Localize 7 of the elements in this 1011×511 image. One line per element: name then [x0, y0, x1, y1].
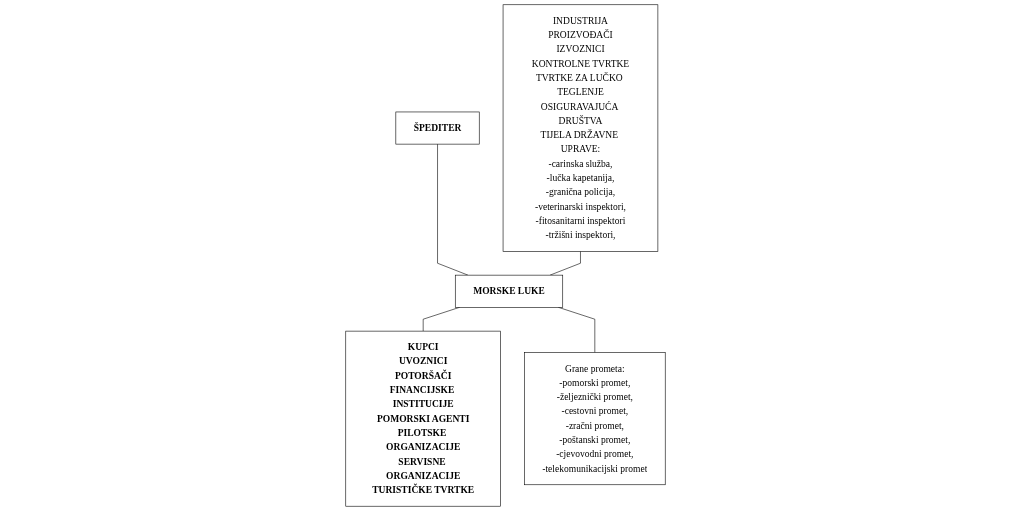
node-box: Grane prometa: -pomorski promet, -željeznički promet, -cestovni promet, -zračni promet, -poštanski promet, -cjevovodni promet, -telekomunikacijski promet	[524, 352, 666, 486]
connector	[437, 143, 469, 276]
connector	[549, 251, 581, 276]
node-box: ŠPEDITER	[395, 111, 480, 145]
node-box: INDUSTRIJA PROIZVOĐAČI IZVOZNICI KONTROLNE TVRTKE TVRTKE ZA LUČKO TEGLENJE OSIGURAVAJUĆA DRUŠTVA TIJELA DRŽAVNE UPRAVE: -carinska služba, -lučka kapetanija, -granična policija, -veterinarski inspektori, -fitosanitarni inspektori -tržišni inspektori,	[502, 4, 659, 252]
node-box: MORSKE LUKE	[454, 274, 564, 308]
node-box: KUPCI UVOZNICI POTORŠAČI FINANCIJSKE INSTITUCIJE POMORSKI AGENTI PILOTSKE ORGANIZACIJE SERVISNE ORGANIZACIJE TURISTIČKE TVRTKE	[345, 330, 501, 507]
